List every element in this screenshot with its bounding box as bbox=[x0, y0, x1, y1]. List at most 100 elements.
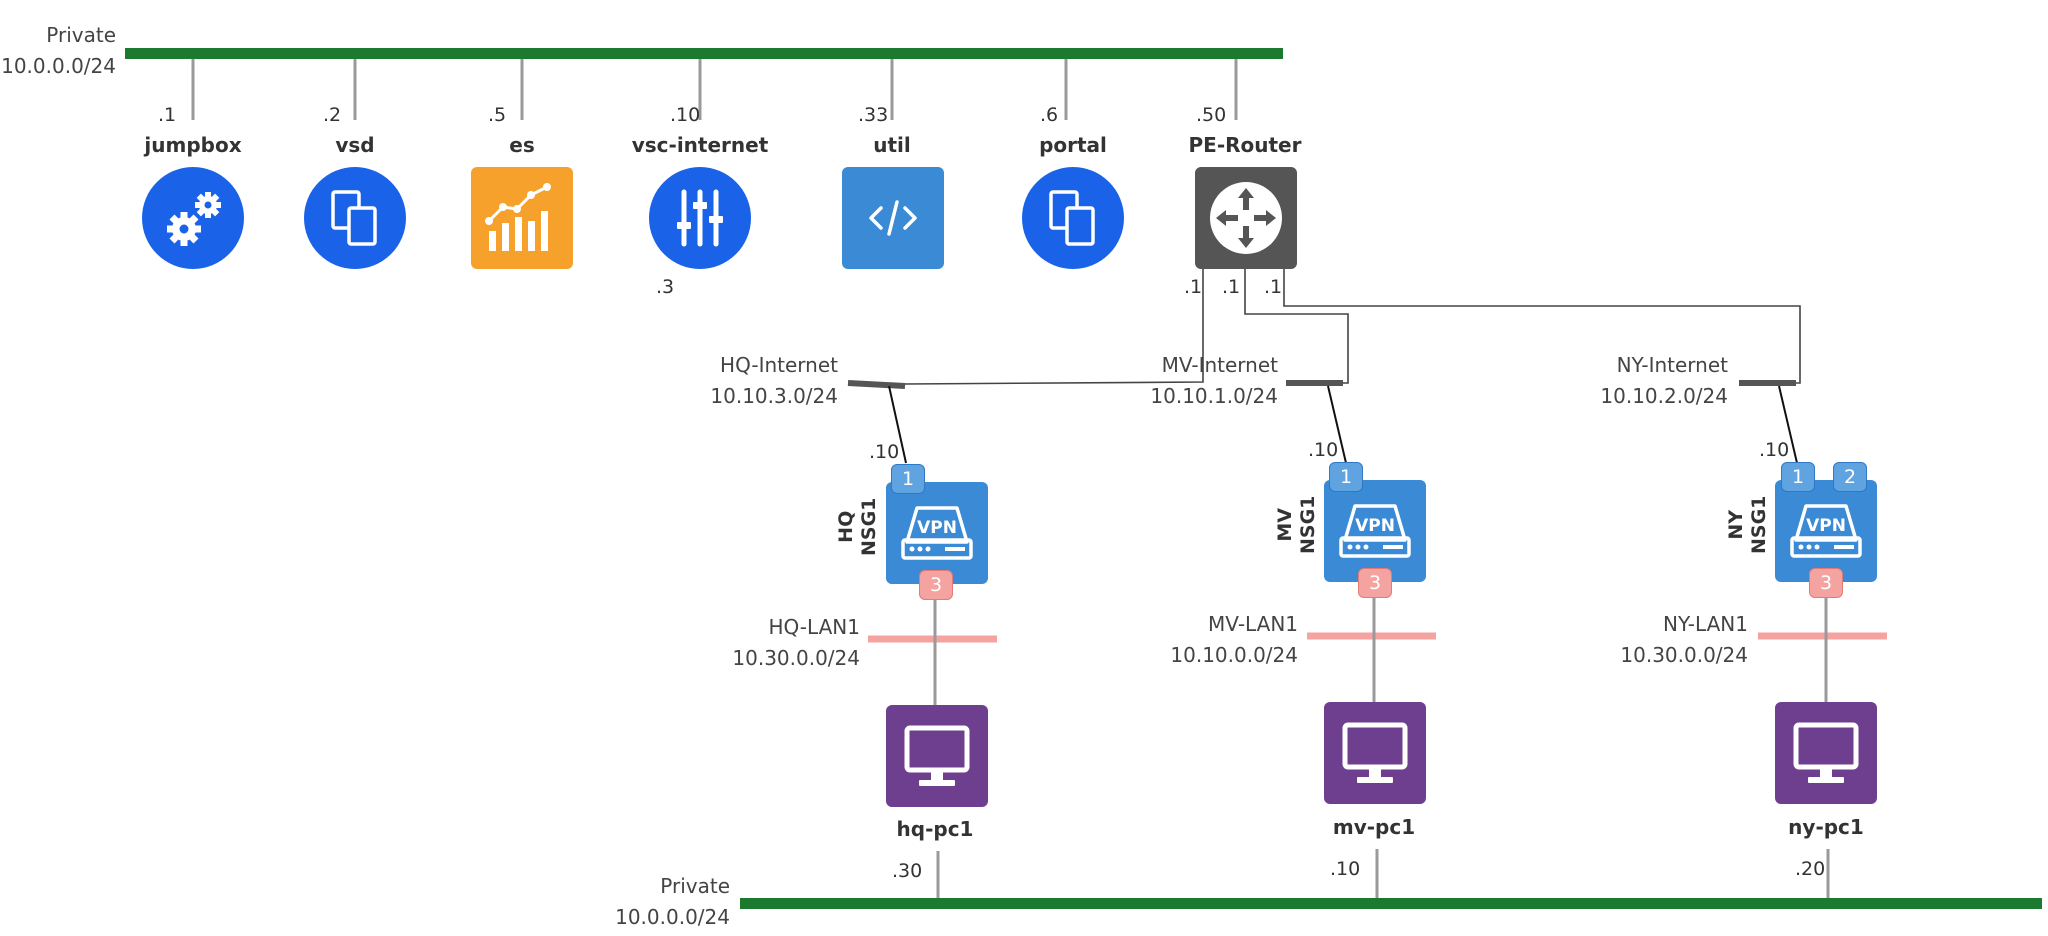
mv-pc1-node[interactable] bbox=[1324, 702, 1426, 804]
network-subnet: 10.10.0.0/24 bbox=[1170, 643, 1298, 667]
nsg-port-badge[interactable]: 2 bbox=[1833, 462, 1867, 492]
nsg-port-badge[interactable]: 1 bbox=[891, 464, 925, 494]
private-bottom-label: Private 10.0.0.0/24 bbox=[600, 871, 730, 933]
network-name: MV-LAN1 bbox=[1208, 612, 1298, 636]
server-name: es bbox=[509, 133, 535, 157]
vpn-text: VPN bbox=[917, 518, 957, 538]
router-wires bbox=[904, 267, 1801, 385]
ny-nsg1-node[interactable]: VPN bbox=[1775, 480, 1877, 582]
network-subnet: 10.10.2.0/24 bbox=[1600, 384, 1728, 408]
network-name: NY-LAN1 bbox=[1663, 612, 1748, 636]
nsg-site: MV bbox=[1274, 507, 1297, 542]
mv-internet-label: MV-Internet 10.10.1.0/24 bbox=[1140, 350, 1278, 412]
server-addr: .33 bbox=[858, 104, 889, 126]
ny-pc1-node[interactable] bbox=[1775, 702, 1877, 804]
copy-icon bbox=[1049, 190, 1095, 246]
hq-pc1-node[interactable] bbox=[886, 705, 988, 807]
nsg-wan-addr: .10 bbox=[1308, 439, 1339, 461]
hq-lan-label: HQ-LAN1 10.30.0.0/24 bbox=[720, 612, 860, 674]
nsg-wan-addr: .10 bbox=[869, 441, 900, 463]
vpn-text: VPN bbox=[1806, 516, 1846, 536]
mv-nsg1-node[interactable]: VPN bbox=[1324, 480, 1426, 582]
router-icon bbox=[1210, 182, 1282, 254]
hq-nsg1-node[interactable]: VPN bbox=[886, 482, 988, 584]
server-drop-links bbox=[191, 59, 1238, 120]
pc-addr: .10 bbox=[1330, 858, 1361, 880]
vpn-device-icon: VPN bbox=[1339, 504, 1411, 558]
network-subnet: 10.10.3.0/24 bbox=[710, 384, 838, 408]
nsg-port-badge[interactable]: 1 bbox=[1781, 462, 1815, 492]
sliders-icon bbox=[677, 189, 723, 247]
network-name: MV-Internet bbox=[1161, 353, 1278, 377]
server-addr: .50 bbox=[1196, 104, 1227, 126]
server-name: vsd bbox=[335, 133, 375, 157]
vsc-internet-node[interactable] bbox=[649, 167, 751, 269]
portal-node[interactable] bbox=[1022, 167, 1124, 269]
pc-name: ny-pc1 bbox=[1788, 815, 1864, 839]
nsg-name: NSG1 bbox=[1748, 495, 1770, 554]
server-addr: .10 bbox=[670, 104, 701, 126]
es-node[interactable] bbox=[471, 167, 573, 269]
server-addr: .6 bbox=[1040, 104, 1059, 126]
private-network-bottom-bar bbox=[740, 898, 2042, 909]
server-addr: .2 bbox=[323, 104, 342, 126]
monitor-icon bbox=[1342, 722, 1408, 783]
nsg-wan-addr: .10 bbox=[1759, 439, 1790, 461]
server-addr: .1 bbox=[158, 104, 177, 126]
nsg-uplinks bbox=[888, 385, 1798, 464]
network-subnet: 10.0.0.0/24 bbox=[615, 905, 730, 929]
nsg-site: NY bbox=[1725, 509, 1748, 540]
ny-lan-label: NY-LAN1 10.30.0.0/24 bbox=[1608, 609, 1748, 671]
pc-name: mv-pc1 bbox=[1332, 815, 1416, 839]
mv-lan-label: MV-LAN1 10.10.0.0/24 bbox=[1158, 609, 1298, 671]
server-addr-secondary: .3 bbox=[656, 276, 675, 298]
router-port-addr: .1 bbox=[1264, 276, 1283, 298]
pc-name: hq-pc1 bbox=[896, 817, 974, 841]
pc-addr: .30 bbox=[892, 860, 923, 882]
server-name: portal bbox=[1039, 133, 1107, 157]
network-subnet: 10.30.0.0/24 bbox=[732, 646, 860, 670]
router-port-addr: .1 bbox=[1222, 276, 1241, 298]
nsg-name: NSG1 bbox=[858, 497, 880, 556]
router-port-addr: .1 bbox=[1184, 276, 1203, 298]
server-name: PE-Router bbox=[1188, 133, 1302, 157]
nsg-site-label: HQ NSG1 bbox=[835, 487, 881, 567]
code-icon bbox=[869, 200, 917, 236]
nsg-name: NSG1 bbox=[1297, 495, 1319, 554]
monitor-icon bbox=[1793, 722, 1859, 783]
network-subnet: 10.0.0.0/24 bbox=[1, 54, 116, 78]
nsg-lan-port-badge[interactable]: 3 bbox=[1358, 568, 1392, 598]
network-name: Private bbox=[660, 874, 730, 898]
nsg-lan-port-badge[interactable]: 3 bbox=[1809, 568, 1843, 598]
ny-internet-label: NY-Internet 10.10.2.0/24 bbox=[1590, 350, 1728, 412]
lan-drop-links bbox=[933, 596, 1830, 898]
chart-icon bbox=[485, 183, 551, 251]
server-name: jumpbox bbox=[144, 133, 242, 157]
nsg-lan-port-badge[interactable]: 3 bbox=[919, 570, 953, 600]
copy-icon bbox=[331, 190, 377, 246]
network-name: NY-Internet bbox=[1616, 353, 1728, 377]
vpn-text: VPN bbox=[1355, 516, 1395, 536]
server-name: util bbox=[873, 133, 911, 157]
lan-segments bbox=[868, 632, 1887, 643]
nsg-site-label: NY NSG1 bbox=[1725, 485, 1771, 565]
pe-router-node[interactable] bbox=[1195, 167, 1297, 269]
nsg-site: HQ bbox=[835, 510, 858, 543]
network-name: Private bbox=[46, 23, 116, 47]
gears-icon bbox=[167, 192, 221, 246]
vsd-node[interactable] bbox=[304, 167, 406, 269]
vpn-device-icon: VPN bbox=[901, 506, 973, 560]
network-name: HQ-LAN1 bbox=[768, 615, 860, 639]
network-subnet: 10.10.1.0/24 bbox=[1150, 384, 1278, 408]
network-subnet: 10.30.0.0/24 bbox=[1620, 643, 1748, 667]
private-top-label: Private 10.0.0.0/24 bbox=[0, 20, 116, 82]
nsg-site-label: MV NSG1 bbox=[1274, 485, 1320, 565]
jumpbox-node[interactable] bbox=[142, 167, 244, 269]
nsg-port-badge[interactable]: 1 bbox=[1329, 462, 1363, 492]
server-name: vsc-internet bbox=[631, 133, 769, 157]
util-node[interactable] bbox=[842, 167, 944, 269]
network-name: HQ-Internet bbox=[720, 353, 838, 377]
pc-addr: .20 bbox=[1795, 858, 1826, 880]
server-addr: .5 bbox=[488, 104, 507, 126]
private-network-top-bar bbox=[125, 48, 1283, 59]
